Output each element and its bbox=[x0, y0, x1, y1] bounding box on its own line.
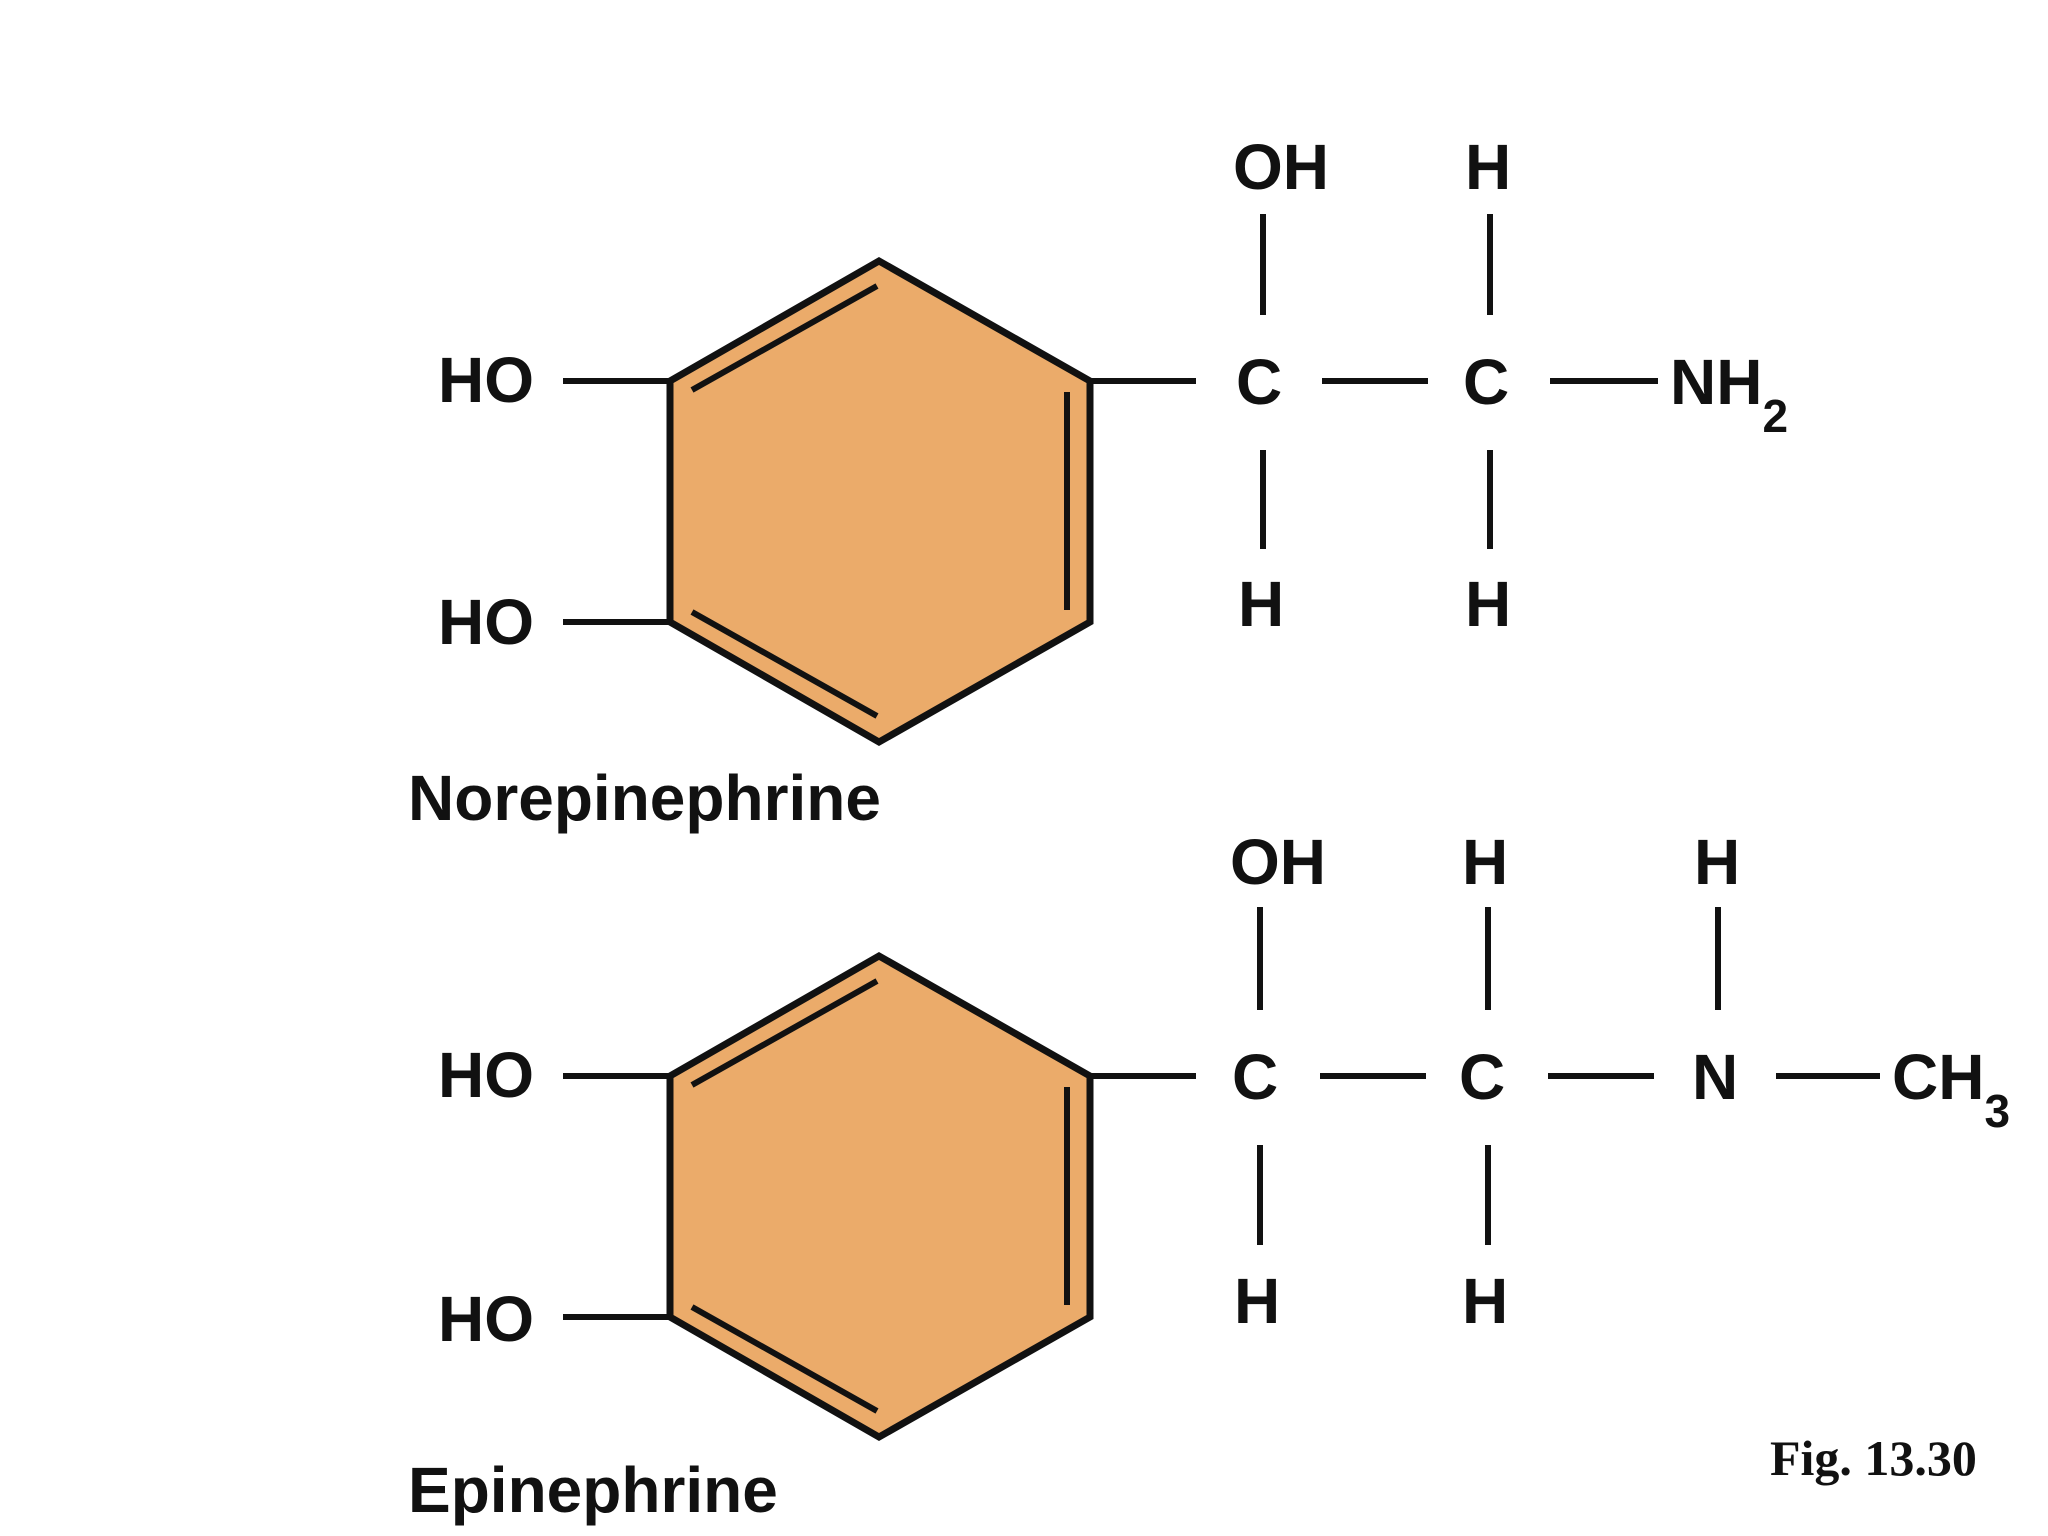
molecule-name-epinephrine: Epinephrine bbox=[408, 1454, 778, 1526]
molecule-name-norepinephrine: Norepinephrine bbox=[408, 762, 881, 834]
carbon-1-top-label: OH bbox=[1233, 131, 1329, 203]
nitrogen-top-label: H bbox=[1694, 826, 1740, 898]
carbon-1-symbol: C bbox=[1236, 346, 1282, 418]
carbon-2-top-label: H bbox=[1462, 826, 1508, 898]
ho-group-lower: HO bbox=[438, 586, 534, 658]
ho-group-upper: HO bbox=[438, 344, 534, 416]
ho-group-upper: HO bbox=[438, 1039, 534, 1111]
carbon-2-bottom-label: H bbox=[1462, 1265, 1508, 1337]
carbon-1-top-label: OH bbox=[1230, 826, 1326, 898]
methyl-group: CH3 bbox=[1892, 1041, 2010, 1137]
carbon-1-bottom-label: H bbox=[1238, 568, 1284, 640]
ring-double-bond-inner bbox=[690, 283, 879, 393]
epinephrine-structure: HO HO OH C H H C H H N CH3 Epinephrine bbox=[408, 826, 2010, 1526]
amine-group: NH2 bbox=[1670, 346, 1788, 442]
figure-label: Fig. 13.30 bbox=[1770, 1430, 1977, 1486]
carbon-1-symbol: C bbox=[1232, 1041, 1278, 1113]
carbon-2-top-label: H bbox=[1465, 131, 1511, 203]
epinephrine-benzene-ring bbox=[666, 951, 1094, 1442]
ring-double-bond-inner bbox=[690, 1304, 879, 1414]
carbon-1-bottom-label: H bbox=[1234, 1265, 1280, 1337]
ring-double-bond-inner bbox=[690, 609, 879, 719]
nitrogen-symbol: N bbox=[1692, 1041, 1738, 1113]
norepinephrine-benzene-ring bbox=[666, 256, 1094, 747]
carbon-2-symbol: C bbox=[1463, 346, 1509, 418]
norepinephrine-structure: HO HO OH C H H C H NH2 Norepinephrine bbox=[408, 131, 1788, 834]
ring-double-bond-inner bbox=[690, 978, 879, 1088]
ho-group-lower: HO bbox=[438, 1283, 534, 1355]
carbon-2-bottom-label: H bbox=[1465, 568, 1511, 640]
carbon-2-symbol: C bbox=[1459, 1041, 1505, 1113]
